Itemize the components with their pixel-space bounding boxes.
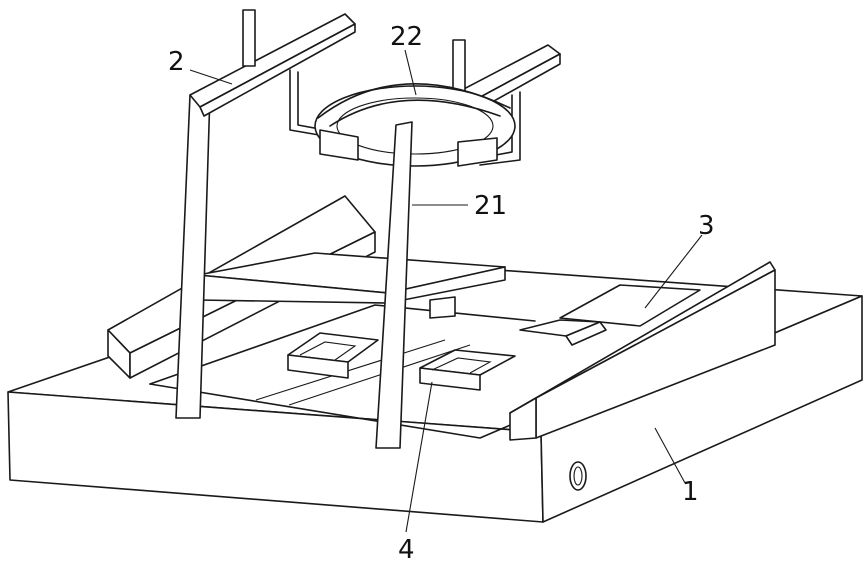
label-22: 22 [390, 22, 423, 52]
label-4: 4 [398, 535, 415, 565]
label-1: 1 [682, 477, 699, 507]
side-hole [570, 462, 586, 490]
frame-bar-left [190, 10, 355, 116]
label-3: 3 [698, 211, 715, 241]
label-2: 2 [168, 47, 185, 77]
label-21: 21 [474, 191, 507, 221]
